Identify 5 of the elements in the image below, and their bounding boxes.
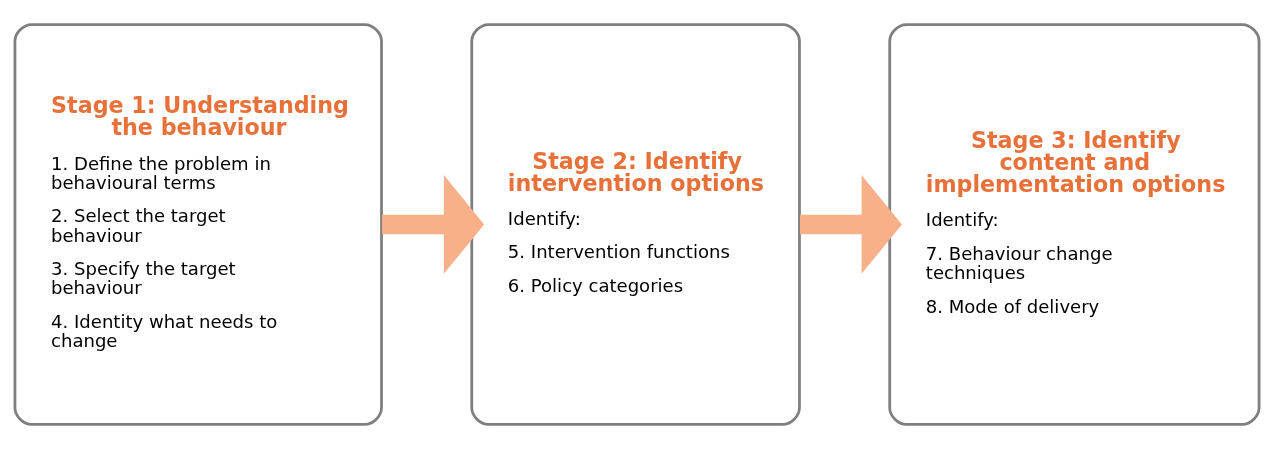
node-box: Stage 3: Identify content and implementation options Identify: 7. Behaviour change techniques 8. Mode of delivery: [888, 23, 1261, 426]
arrow: [799, 175, 902, 274]
arrow: [382, 175, 485, 274]
node-box: Stage 2: Identify intervention options Identify: 5. Intervention functions 6. Policy categories: [470, 23, 801, 426]
node-box: Stage 1: Understanding the behaviour 1. Define the problem in behavioural terms 2. Select the target behaviour 3. Specify the target behaviour 4. Identity what needs to change: [13, 23, 383, 426]
